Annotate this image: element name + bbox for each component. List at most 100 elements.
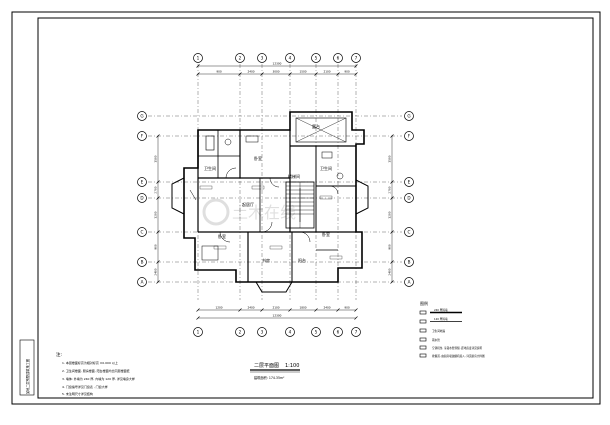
legend-item-4: 雨水管 [432, 338, 440, 342]
bottom-dimension-segments-value: 2400 [323, 306, 330, 310]
axis-bubble-bottom-1: 1 [193, 327, 203, 337]
axis-bubble-left-B: B [137, 257, 147, 267]
axis-bubble-right-A: A [404, 277, 414, 287]
axis-bubble-right-G: G [404, 111, 414, 121]
axis-bubble-bottom-2-label: 2 [239, 330, 242, 335]
exterior-wall [183, 111, 365, 283]
bay-window-left [171, 177, 185, 215]
note-4: 4. 门窗编号详见门窗表 , 门窗大样 [62, 384, 108, 389]
room-label-bedroom-1: 卧室 [254, 155, 262, 161]
axis-bubble-bottom-7: 7 [351, 327, 361, 337]
axis-bubble-left-A-label: A [141, 280, 144, 285]
notes-heading: 注: [56, 351, 62, 358]
axis-bubble-right-E-label: E [408, 180, 411, 185]
axis-bubble-left-E-label: E [141, 180, 144, 185]
axis-bubble-left-B-label: B [141, 260, 144, 265]
bottom-dimension-segments-value: 1800 [299, 306, 306, 310]
drawing-title-text: 二层平面图 [254, 363, 279, 369]
drawing-title: 二层平面图 1:100 建筑面积: 174.35m² [250, 363, 300, 380]
right-dimension-segments-value: 1500 [388, 155, 392, 162]
axis-bubble-left-C: C [137, 227, 147, 237]
axis-bubble-bottom-2: 2 [235, 327, 245, 337]
note-3: 3. 墙体: 外墙为 240 厚, 内墙为 120 厚, 详见墙身大样 [62, 376, 135, 381]
note-2: 2. 卫生间楼面, 厨房楼面, 阳台楼面均比同层楼面低 [62, 368, 130, 373]
legend-item-6: 排烟道, 由厨房吸油烟机接入, 详见厨房大样图 [432, 354, 485, 358]
axis-bubble-left-G-label: G [140, 114, 143, 119]
axis-bubble-top-5-label: 5 [315, 56, 318, 61]
axis-bubble-right-D-label: D [407, 196, 410, 201]
top-dimension-segments-value: 1500 [299, 70, 306, 74]
axis-bubble-left-F: F [137, 131, 147, 141]
axis-bubble-top-6-label: 6 [337, 56, 340, 61]
top-dimension-segments-value: 3000 [272, 70, 279, 74]
right-dimension-segments-value: 2400 [388, 268, 392, 275]
room-label-bedroom-2: 卧室 [218, 233, 226, 239]
bottom-dimension-overall: 12300 [196, 314, 358, 320]
bottom-dimension-overall-value: 12300 [273, 314, 282, 318]
room-label-bath-1: 卫生间 [204, 165, 216, 171]
axis-bubble-bottom-4: 4 [285, 327, 295, 337]
left-dimension-segments-value: 2700 [154, 186, 158, 193]
axis-bubble-left-C-label: C [141, 230, 144, 235]
legend-item-1: 240 厚砖墙 [434, 308, 448, 312]
room-label-balcony: 阳台 [298, 257, 306, 263]
axis-bubble-top-2: 2 [235, 53, 245, 63]
bottom-dimension-segments: 1200 2400 2100 1800 2400 900 [196, 306, 358, 312]
note-5: 5. 未注明尺寸详见结构 [62, 391, 93, 396]
axis-bubble-left-E: E [137, 177, 147, 187]
legend-item-2: 120 厚砖墙 [434, 317, 448, 321]
axis-bubble-top-3: 3 [257, 53, 267, 63]
bottom-dimension-segments-value: 900 [344, 306, 350, 310]
axis-bubble-left-D-label: D [140, 196, 143, 201]
watermark-text: 土木在线 [232, 203, 296, 222]
left-dimension-segments-value: 900 [154, 244, 158, 250]
axis-bubble-right-E: E [404, 177, 414, 187]
axis-bubble-top-7: 7 [351, 53, 361, 63]
drawing-area-note: 建筑面积: 174.35m² [254, 375, 285, 380]
room-label-study: 书房 [262, 257, 270, 263]
axis-bubble-top-7-label: 7 [355, 56, 358, 61]
axis-bubble-bottom-1-label: 1 [197, 330, 200, 335]
axis-bubble-top-2-label: 2 [239, 56, 242, 61]
right-dimension-segments-value: 900 [388, 244, 392, 250]
axis-bubble-right-C: C [404, 227, 414, 237]
axis-bubble-right-A-label: A [408, 280, 411, 285]
axis-bubble-bottom-5: 5 [311, 327, 321, 337]
bottom-dimension-segments-value: 2100 [272, 306, 279, 310]
drawing-scale: 1:100 [285, 363, 299, 369]
room-label-stair: 楼梯间 [288, 173, 300, 179]
axis-bubble-top-3-label: 3 [261, 56, 264, 61]
axis-bubble-left-D: D [137, 193, 147, 203]
axis-bubble-bottom-3: 3 [257, 327, 267, 337]
watermark: 土木在线 [202, 198, 296, 226]
top-dimension-segments-value: 2400 [247, 70, 254, 74]
axis-bubble-right-G-label: G [407, 114, 410, 119]
axis-bubble-bottom-4-label: 4 [289, 330, 292, 335]
top-dimension-overall-value: 12300 [273, 62, 282, 66]
bay-window-right [355, 179, 369, 215]
axis-bubble-right-D: D [404, 193, 414, 203]
axis-bubble-top-1-label: 1 [197, 56, 200, 61]
axis-bubble-bottom-6: 6 [333, 327, 343, 337]
axis-bubble-right-C-label: C [408, 230, 411, 235]
top-dimension-overall: 12300 [196, 62, 358, 68]
axis-bubble-top-1: 1 [193, 53, 203, 63]
axis-bubble-top-4-label: 4 [289, 56, 292, 61]
axis-bubble-bottom-6-label: 6 [337, 330, 340, 335]
legend-item-5: 空调机位, 冷凝水管预留, 距地高度详见说明 [432, 346, 482, 350]
axis-bubble-bottom-3-label: 3 [261, 330, 264, 335]
axis-bubble-right-B-label: B [408, 260, 411, 265]
sheet-outer-border [11, 11, 601, 405]
axis-bubble-right-B: B [404, 257, 414, 267]
axis-bubble-bottom-5-label: 5 [315, 330, 318, 335]
bottom-dimension-segments-value: 2400 [247, 306, 254, 310]
bottom-dimension-segments-value: 1200 [215, 306, 222, 310]
top-dimension-segments-value: 2100 [323, 70, 330, 74]
left-dimension-segments-value: 2400 [154, 268, 158, 275]
axis-bubble-left-A: A [137, 277, 147, 287]
